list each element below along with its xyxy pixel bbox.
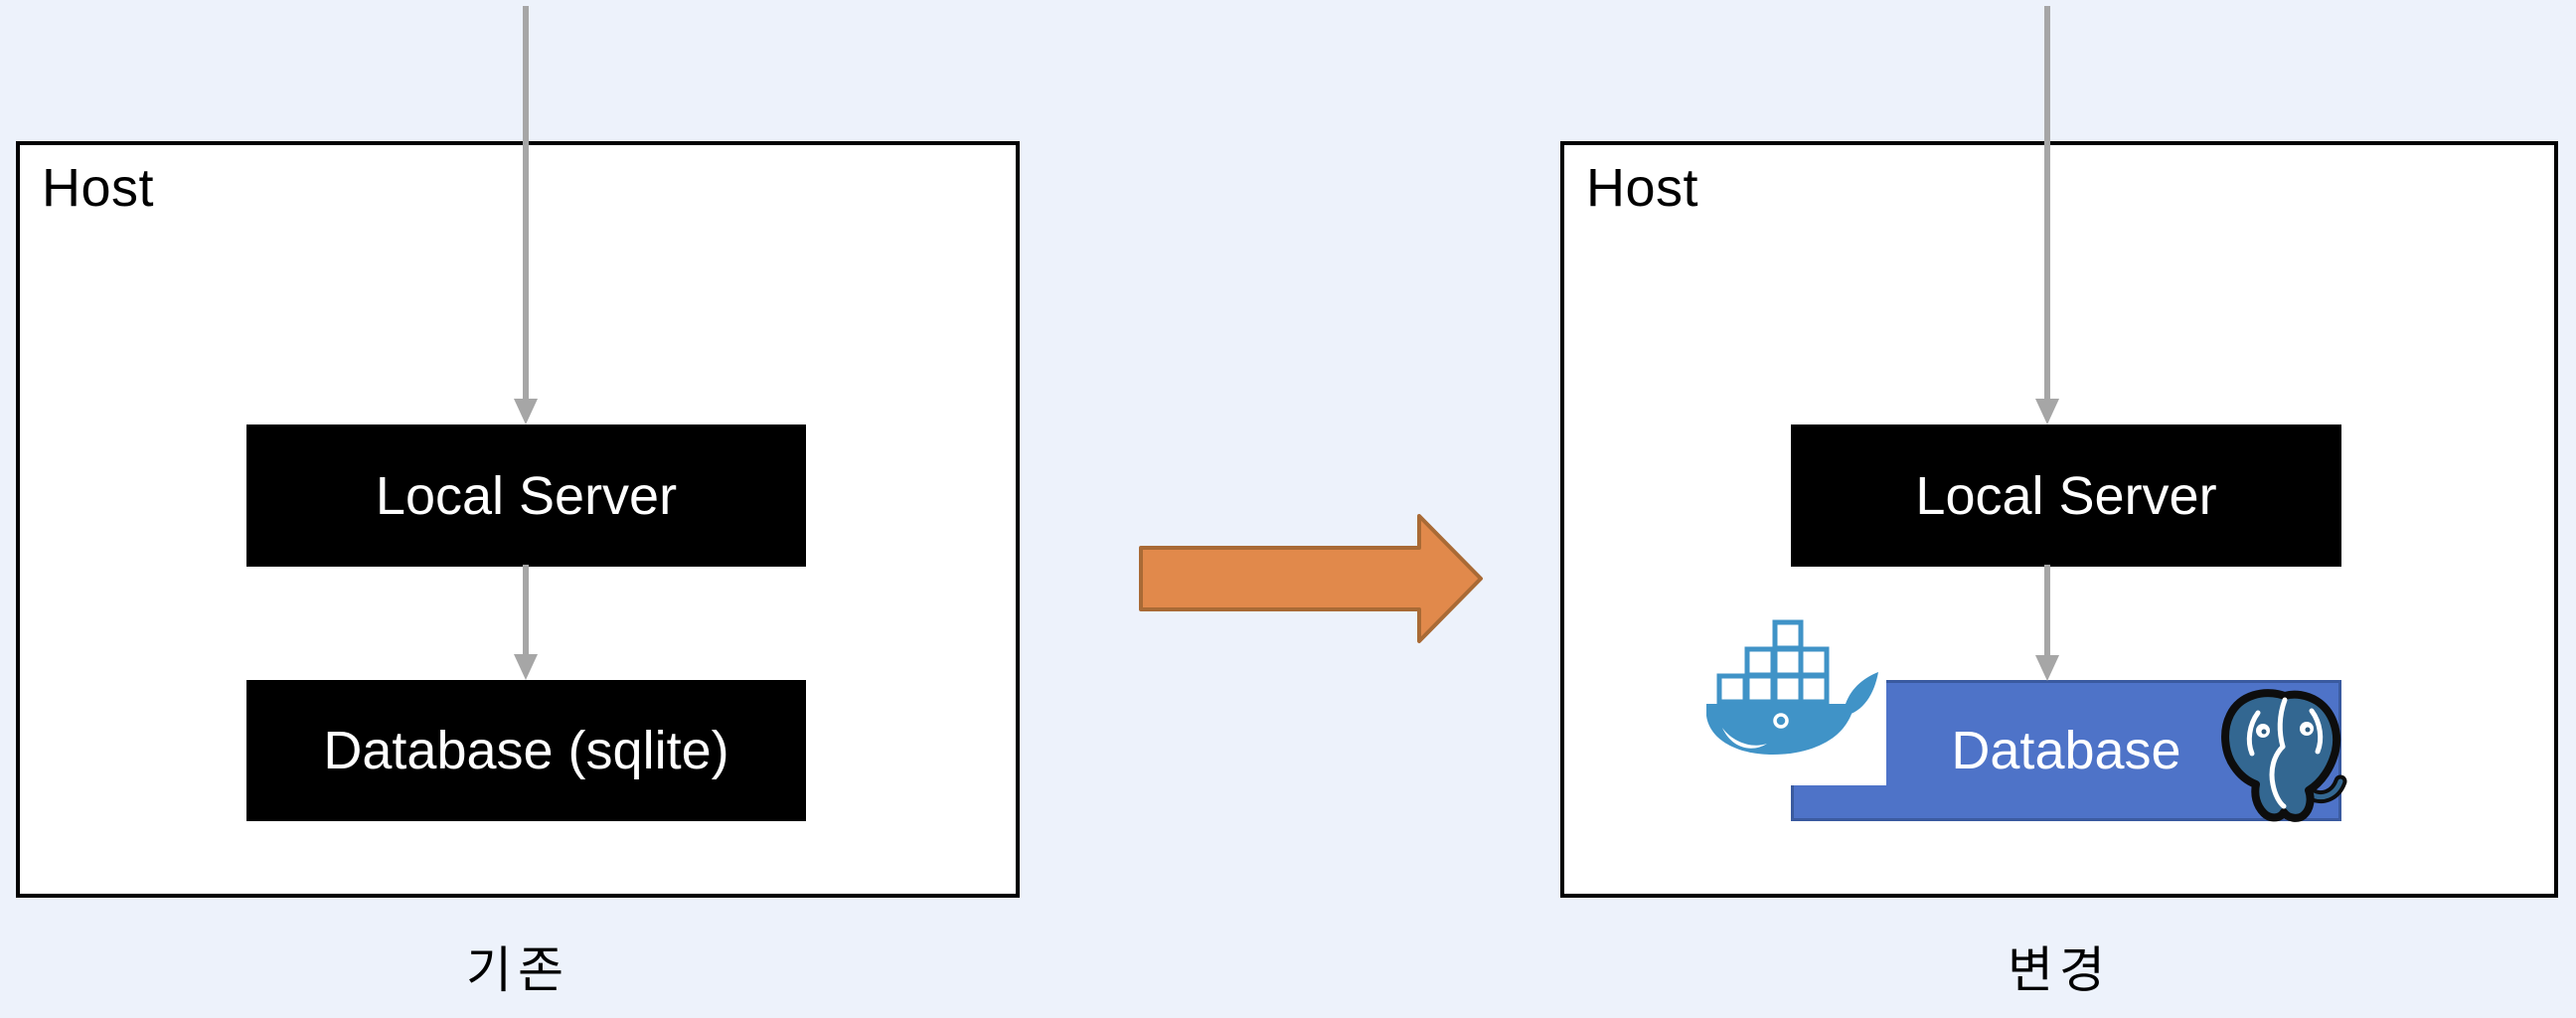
down-arrow-icon <box>2035 565 2059 681</box>
database-label-right: Database <box>1951 721 2181 780</box>
database-box-left: Database (sqlite) <box>246 680 806 821</box>
down-arrow-icon <box>514 6 538 424</box>
docker-icon <box>1690 616 1886 785</box>
local-server-box-left: Local Server <box>246 424 806 567</box>
down-arrow-icon <box>2035 6 2059 424</box>
down-arrow-icon <box>514 565 538 680</box>
local-server-label-left: Local Server <box>375 465 678 526</box>
local-server-label-right: Local Server <box>1915 465 2217 526</box>
local-server-box-right: Local Server <box>1791 424 2341 567</box>
host-label-left: Host <box>42 158 155 218</box>
caption-right: 변경 <box>2008 942 2111 998</box>
postgresql-icon <box>2221 689 2347 822</box>
right-arrow-icon <box>1139 514 1483 643</box>
host-label-right: Host <box>1586 158 1699 218</box>
caption-left: 기존 <box>466 942 569 998</box>
database-label-left: Database (sqlite) <box>323 721 729 780</box>
